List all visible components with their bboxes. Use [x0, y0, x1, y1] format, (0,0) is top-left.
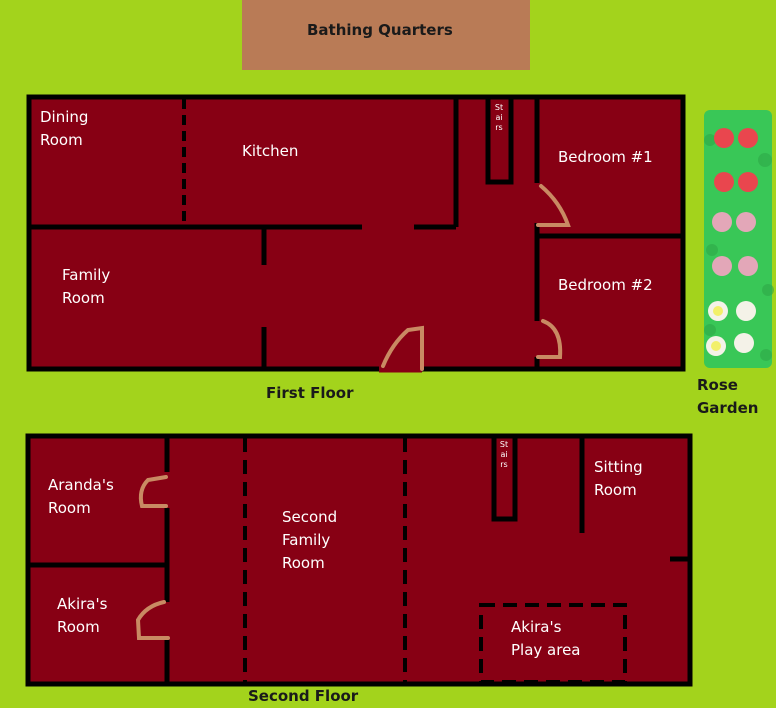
sitting-room-label: Sitting Room — [594, 458, 643, 499]
play-area-label: Akira's Play area — [511, 618, 581, 659]
pink-roses — [712, 212, 758, 276]
kitchen-label: Kitchen — [242, 142, 299, 160]
bathing-quarters-label: Bathing Quarters — [307, 21, 453, 39]
akira-door — [135, 600, 170, 640]
first-floor-walls — [26, 94, 686, 372]
first-floor-slab — [29, 97, 683, 369]
akira-room-label: Akira's Room — [57, 595, 108, 636]
bedroom1-label: Bedroom #1 — [558, 148, 653, 166]
dining-room-label: Dining Room — [40, 108, 89, 149]
bathing-quarters-area — [242, 0, 530, 70]
front-door — [381, 325, 424, 371]
bedroom1-door — [536, 184, 571, 227]
family-room-label: Family Room — [62, 266, 111, 307]
second-floor-slab — [28, 436, 690, 684]
first-floor-stairs-label: Stairs — [494, 103, 504, 132]
first-floor-caption: First Floor — [266, 384, 354, 402]
bedroom2-door — [536, 319, 563, 359]
red-roses — [714, 128, 758, 192]
second-floor-walls — [25, 433, 693, 687]
bedroom2-label: Bedroom #2 — [558, 276, 653, 294]
rose-garden — [704, 110, 774, 368]
doors — [135, 184, 571, 640]
second-family-room-label: Second Family Room — [282, 508, 338, 572]
rose-garden-label: Rose Garden — [697, 376, 759, 417]
second-floor-stairs-label: Stairs — [499, 440, 509, 469]
aranda-room-label: Aranda's Room — [48, 476, 114, 517]
play-area-outline — [479, 603, 627, 684]
second-floor-caption: Second Floor — [248, 687, 359, 705]
aranda-door — [138, 475, 168, 508]
